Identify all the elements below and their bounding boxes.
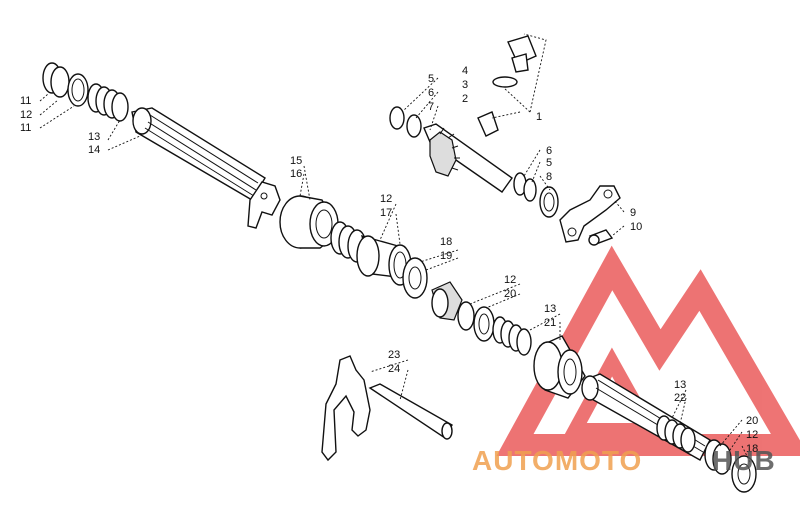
callout-label: 12: [20, 109, 32, 121]
leader-lines: [39, 33, 751, 463]
callout-label: 17: [380, 207, 392, 219]
callout-label: 8: [546, 171, 552, 183]
callout-label: 3: [462, 79, 468, 91]
callout-label: 9: [630, 207, 636, 219]
callout-label: 6: [428, 87, 434, 99]
callout-label: 15: [290, 155, 302, 167]
callout-label: 12: [746, 429, 758, 441]
callout-label: 6: [546, 145, 552, 157]
callout-label: 1: [536, 111, 542, 123]
callout-label: 12: [380, 193, 392, 205]
left-shaft-assembly: [42, 62, 341, 249]
callout-label: 21: [544, 317, 556, 329]
center-assembly: [330, 221, 586, 399]
callout-label: 4: [462, 65, 468, 77]
callout-label: 5: [428, 73, 434, 85]
callout-label: 12: [504, 274, 516, 286]
callout-label: 20: [746, 415, 758, 427]
callout-label: 11: [20, 122, 31, 134]
callout-label: 14: [88, 144, 100, 156]
callout-label: 2: [462, 93, 468, 105]
watermark-text-part1: AUTOMOTO: [472, 445, 642, 476]
callout-label: 13: [88, 131, 100, 143]
top-right-assembly: [389, 35, 621, 246]
callout-label: 22: [674, 392, 686, 404]
callout-label: 23: [388, 349, 400, 361]
callout-label: 13: [544, 303, 556, 315]
callout-label: 18: [746, 443, 758, 455]
callout-labels: 1 2 3 4 5 6 7 6 5 8 9 10 11 12 11 13 14 …: [20, 65, 758, 455]
callout-label: 24: [388, 363, 400, 375]
callout-label: 18: [440, 236, 452, 248]
callout-label: 7: [428, 101, 434, 113]
callout-label: 19: [440, 250, 452, 262]
callout-label: 20: [504, 288, 516, 300]
callout-label: 13: [674, 379, 686, 391]
watermark-text-part2: HUB: [712, 445, 776, 476]
callout-label: 5: [546, 157, 552, 169]
shift-fork-assembly: [321, 355, 453, 462]
callout-label: 16: [290, 168, 302, 180]
callout-label: 10: [630, 221, 642, 233]
callout-label: 11: [20, 95, 31, 107]
right-shaft-assembly: [581, 373, 757, 493]
watermark-text: AUTOMOTO HUB: [472, 445, 776, 476]
